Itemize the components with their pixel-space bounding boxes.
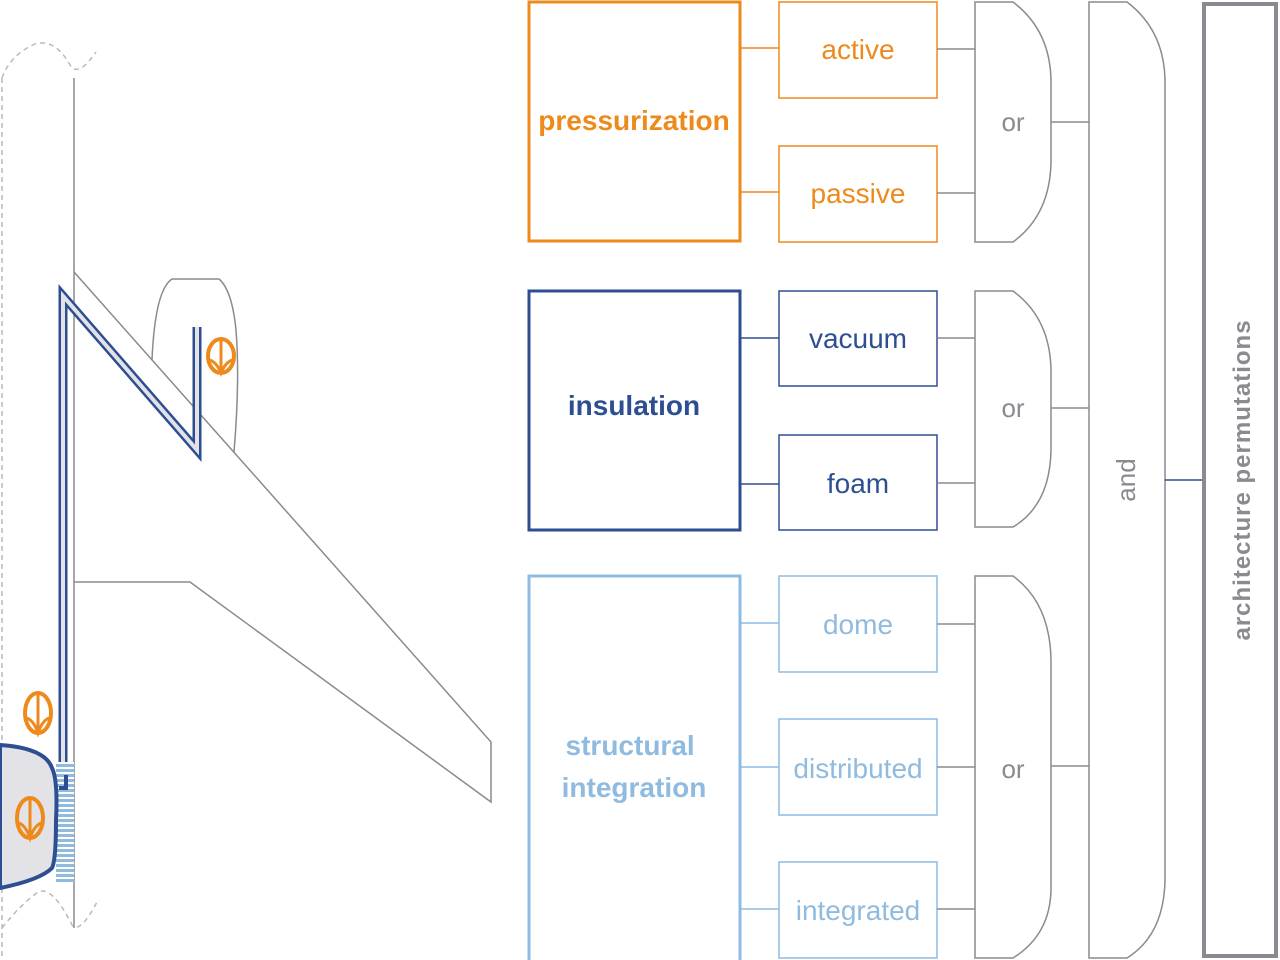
category-label: pressurization <box>538 105 729 136</box>
insulation-stripe <box>56 789 74 792</box>
insulation-stripe <box>56 879 74 882</box>
category-box <box>527 289 742 532</box>
hydrogen-tank-emblem-icon <box>206 337 236 378</box>
insulation-stripe <box>56 814 74 817</box>
or-gate: or <box>974 575 1052 959</box>
fuselage-dashed-outline <box>1 42 97 79</box>
result-label: architecture permutations <box>1229 319 1256 640</box>
fuselage-dashed-bottom <box>1 890 99 929</box>
option-label: dome <box>823 609 893 640</box>
option-label: integrated <box>796 895 921 926</box>
category-label: structural integration <box>562 730 707 803</box>
option-label: vacuum <box>809 323 907 354</box>
option-label: active <box>821 34 894 65</box>
insulation-stripe <box>56 849 74 852</box>
hydrogen-tank-emblem-icon <box>15 796 45 843</box>
hydrogen-pipe-core <box>61 290 199 775</box>
tank-pipe-connector <box>59 775 68 790</box>
or-gate-label: or <box>1001 393 1024 423</box>
and-gate-label: and <box>1111 458 1141 501</box>
category-label: insulation <box>568 390 700 421</box>
category-structural-integration: structural integration dome distributed … <box>527 574 1089 960</box>
insulation-stripe <box>56 809 74 812</box>
engine-nacelle <box>151 278 239 453</box>
insulation-stripe <box>56 869 74 872</box>
option-passive: passive <box>778 145 938 243</box>
insulation-stripes <box>56 762 74 882</box>
category-insulation: insulation vacuum foam or <box>527 289 1089 532</box>
or-gate: or <box>974 1 1052 243</box>
insulation-stripe <box>56 874 74 877</box>
insulation-stripe <box>56 864 74 867</box>
insulation-stripe <box>56 844 74 847</box>
insulation-stripe <box>56 794 74 797</box>
or-gate: or <box>974 290 1052 528</box>
hydrogen-tank <box>0 742 59 891</box>
insulation-stripe <box>56 839 74 842</box>
option-integrated: integrated <box>778 861 938 959</box>
wing-outline <box>73 271 492 804</box>
aircraft-schematic <box>0 42 492 960</box>
category-box <box>527 0 742 243</box>
option-label: passive <box>811 178 906 209</box>
option-foam: foam <box>778 434 938 531</box>
insulation-stripe <box>56 819 74 822</box>
or-gate-label: or <box>1001 107 1024 137</box>
hydrogen-tank-emblem-icon <box>23 691 53 738</box>
insulation-stripe <box>56 859 74 862</box>
hydrogen-pipe <box>58 283 202 775</box>
insulation-stripe <box>56 824 74 827</box>
architecture-permutations-box: architecture permutations <box>1202 2 1278 958</box>
insulation-stripe <box>56 834 74 837</box>
option-active: active <box>778 1 938 99</box>
option-dome: dome <box>778 575 938 673</box>
category-pressurization: pressurization active passive or <box>527 0 1089 243</box>
insulation-stripe <box>56 829 74 832</box>
option-vacuum: vacuum <box>778 290 938 387</box>
or-gate-label: or <box>1001 754 1024 784</box>
insulation-stripe <box>56 804 74 807</box>
insulation-stripe <box>56 799 74 802</box>
insulation-stripe <box>56 854 74 857</box>
insulation-stripe <box>56 769 74 772</box>
and-gate: and <box>1088 1 1166 959</box>
category-box <box>527 574 742 960</box>
option-label: foam <box>827 468 889 499</box>
option-label: distributed <box>793 753 922 784</box>
option-distributed: distributed <box>778 718 938 816</box>
insulation-stripe <box>56 764 74 767</box>
